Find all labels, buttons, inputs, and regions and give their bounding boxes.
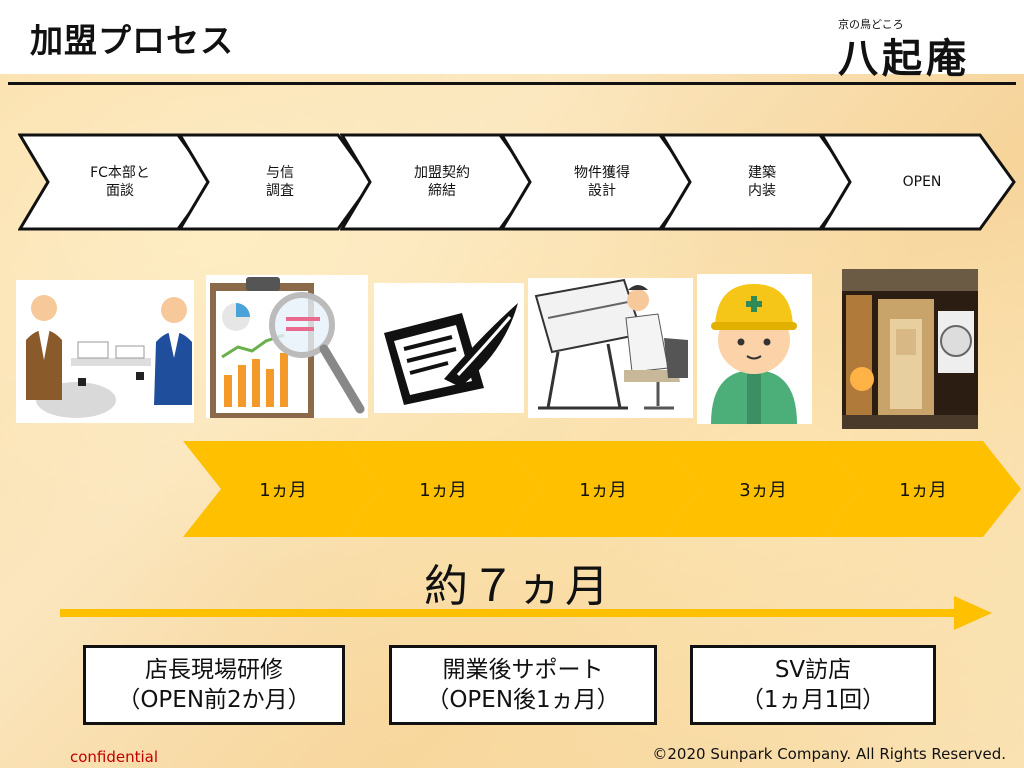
duration-label: 3ヵ月 [739,480,787,501]
step-label: 物件獲得 設計 [574,165,630,199]
step-contract: 加盟契約 締結 [340,133,536,231]
step-property-design: 物件獲得 設計 [500,133,696,231]
shop-entrance-photo [842,269,978,429]
duration-construction: 3ヵ月 [663,441,863,537]
total-duration: 約７ヵ月 [424,561,612,612]
logo: 八起庵 [838,35,970,82]
duration-contract: 1ヵ月 [343,441,543,537]
step-label: 与信 調査 [266,165,294,199]
duration-credit-check: 1ヵ月 [183,441,383,537]
header-divider [8,82,1016,85]
logo-tagline: 京の鳥どころ [838,18,904,31]
duration-property-design: 1ヵ月 [503,441,703,537]
duration-label: 1ヵ月 [899,480,947,501]
header: 加盟プロセス 京の鳥どころ 八起庵 [0,0,1024,82]
page-title: 加盟プロセス [30,21,234,60]
drafting-table-icon [528,278,693,418]
duration-open: 1ヵ月 [823,441,1023,537]
clipboard-magnifier-icon [206,275,368,418]
step-label: 加盟契約 締結 [414,165,470,199]
box-title: 店長現場研修 [145,657,283,683]
step-credit-check: 与信 調査 [178,133,374,231]
confidential-label: confidential [70,748,159,766]
box-note: （OPEN後1ヵ月） [426,687,620,713]
box-title: SV訪店 [774,657,852,683]
step-label: OPEN [902,174,942,190]
duration-label: 1ヵ月 [259,480,307,501]
construction-worker-icon [697,274,812,424]
copyright-notice: ©2020 Sunpark Company. All Rights Reserv… [652,745,1006,763]
step-open: OPEN [820,133,1016,231]
timeline-arrow [60,596,992,630]
box-note: （1ヵ月1回） [740,687,886,713]
step-label: 建築 内装 [748,165,776,199]
box-note: （OPEN前2か月） [117,687,311,713]
box-manager-training: 店長現場研修 （OPEN前2か月） [83,645,345,725]
step-fc-meeting: FC本部と 面談 [18,133,214,231]
contract-pen-icon [374,283,524,413]
meeting-illustration-icon [16,280,194,423]
box-post-opening-support: 開業後サポート （OPEN後1ヵ月） [389,645,657,725]
box-sv-visit: SV訪店 （1ヵ月1回） [690,645,936,725]
step-label: FC本部と 面談 [90,165,150,199]
step-construction: 建築 内装 [660,133,856,231]
box-title: 開業後サポート [442,657,604,683]
duration-label: 1ヵ月 [579,480,627,501]
duration-label: 1ヵ月 [419,480,467,501]
